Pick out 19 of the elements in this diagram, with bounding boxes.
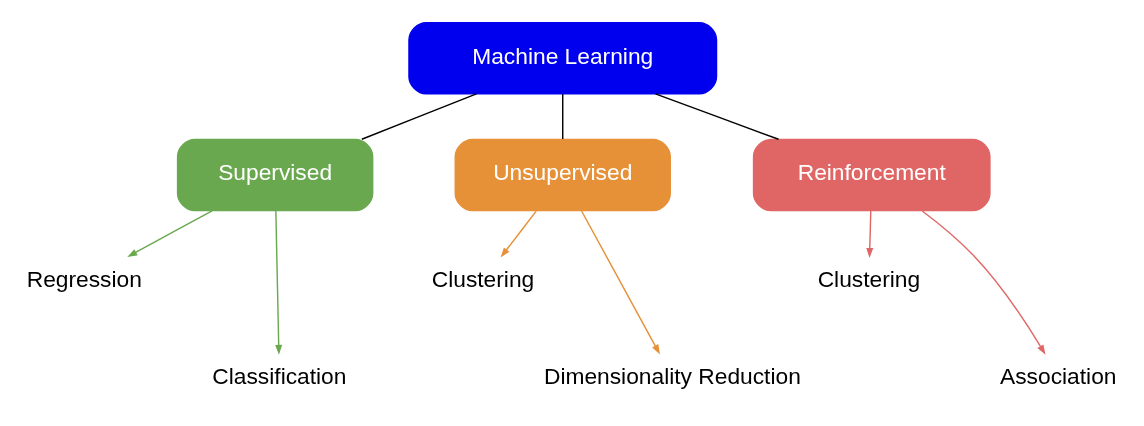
node-text: Clustering — [431, 265, 535, 292]
node-text: Regression — [26, 265, 142, 292]
node-text: Association — [1000, 362, 1117, 389]
arrow — [921, 209, 1046, 355]
arrow — [500, 209, 537, 258]
node-text: Dimensionality Reduction — [543, 362, 801, 389]
connector — [562, 92, 564, 140]
node-box: Reinforcement — [752, 138, 991, 211]
connector — [654, 92, 780, 140]
node-box: Machine Learning — [408, 21, 718, 95]
arrow — [127, 209, 213, 257]
node-box: Supervised — [176, 138, 374, 211]
connector — [361, 92, 478, 140]
arrow — [275, 209, 283, 355]
node-box: Unsupervised — [454, 138, 671, 211]
arrow — [580, 209, 660, 355]
arrow — [866, 209, 874, 258]
node-text: Classification — [212, 362, 347, 389]
node-text: Clustering — [817, 265, 921, 292]
